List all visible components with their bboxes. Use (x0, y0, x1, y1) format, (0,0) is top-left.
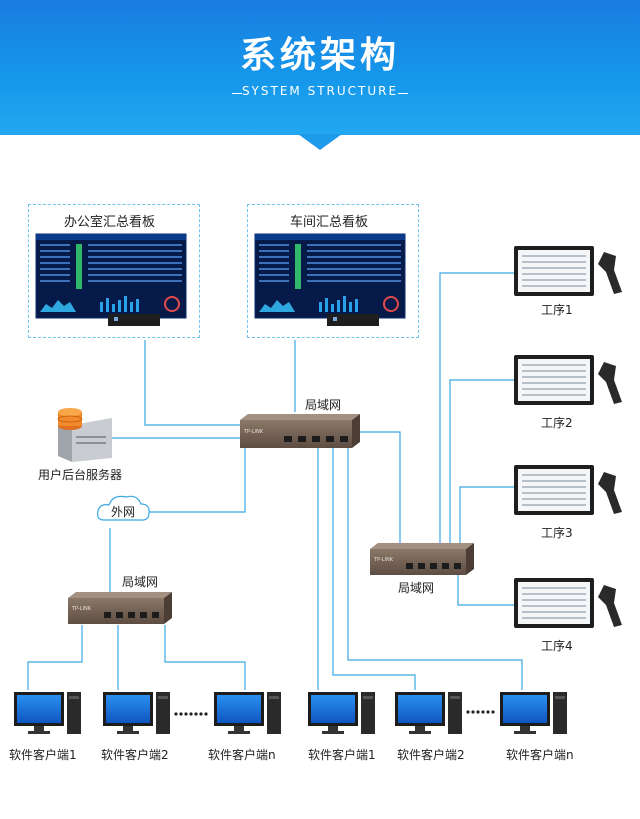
lan-left-label: 局域网 (122, 575, 159, 589)
link-station4 (457, 575, 515, 606)
station2-scanner-icon (598, 362, 622, 404)
station-label: 工序4 (541, 639, 573, 653)
left-switch-brand: TP-LINK (71, 606, 92, 612)
link-client-ln (164, 625, 246, 690)
client-label: 软件客户端1 (9, 748, 77, 762)
subtitle-rule-right (398, 93, 408, 94)
station4-tablet-icon (514, 578, 594, 628)
station1-scanner-icon (598, 252, 622, 294)
lan-right-label: 局域网 (398, 581, 435, 595)
right-switch-brand: TP-LINK (373, 557, 394, 563)
station-label: 工序3 (541, 526, 573, 540)
pc-left-1-icon (14, 692, 81, 734)
ellipsis-dots-right (466, 710, 495, 714)
pc-left-n-icon (214, 692, 281, 734)
client-label: 软件客户端1 (308, 748, 376, 762)
station2-tablet-icon (514, 355, 594, 405)
pc-right-2-icon (395, 692, 462, 734)
server-label: 用户后台服务器 (38, 468, 123, 482)
header-notch (298, 134, 342, 150)
link-station3 (459, 486, 515, 545)
link-station2 (449, 379, 515, 545)
office-board-frame (28, 204, 200, 338)
main-switch-brand: TP-LINK (243, 429, 264, 435)
server-icon (57, 408, 112, 462)
station1-tablet-icon (514, 246, 594, 296)
station3-scanner-icon (598, 472, 622, 514)
station3-tablet-icon (514, 465, 594, 515)
link-client-l1 (27, 625, 83, 690)
workshop-board-label: 车间汇总看板 (290, 215, 369, 230)
page-title: 系统架构 (239, 35, 400, 76)
cloud-icon (97, 495, 150, 521)
link-wan-switch (148, 446, 246, 513)
network-links (27, 272, 523, 690)
client-label: 软件客户端n (506, 748, 574, 762)
client-label: 软件客户端2 (101, 748, 169, 762)
subtitle-rule-left (232, 93, 242, 94)
pc-right-n-icon (500, 692, 567, 734)
link-client-rn (347, 448, 523, 690)
link-station1 (439, 272, 515, 545)
header-banner (0, 0, 640, 135)
link-office-board (144, 340, 245, 426)
wan-label: 外网 (111, 505, 136, 519)
office-dashboard-screen (35, 233, 187, 326)
pc-left-2-icon (103, 692, 170, 734)
page-subtitle: SYSTEM STRUCTURE (241, 84, 399, 98)
client-label: 软件客户端n (208, 748, 276, 762)
workshop-dashboard-screen (254, 233, 406, 326)
link-client-r2 (332, 448, 416, 690)
lan-main-label: 局域网 (305, 398, 342, 412)
station-label: 工序2 (541, 416, 573, 430)
left-switch-icon (68, 592, 172, 624)
pc-right-1-icon (308, 692, 375, 734)
workshop-board-frame (247, 204, 419, 338)
ellipsis-dots-left (174, 712, 208, 716)
main-switch-icon (240, 414, 360, 448)
station4-scanner-icon (598, 585, 622, 627)
station-label: 工序1 (541, 303, 573, 317)
link-main-right (360, 431, 401, 545)
right-switch-icon (370, 543, 474, 575)
office-board-label: 办公室汇总看板 (64, 215, 156, 230)
client-label: 软件客户端2 (397, 748, 465, 762)
